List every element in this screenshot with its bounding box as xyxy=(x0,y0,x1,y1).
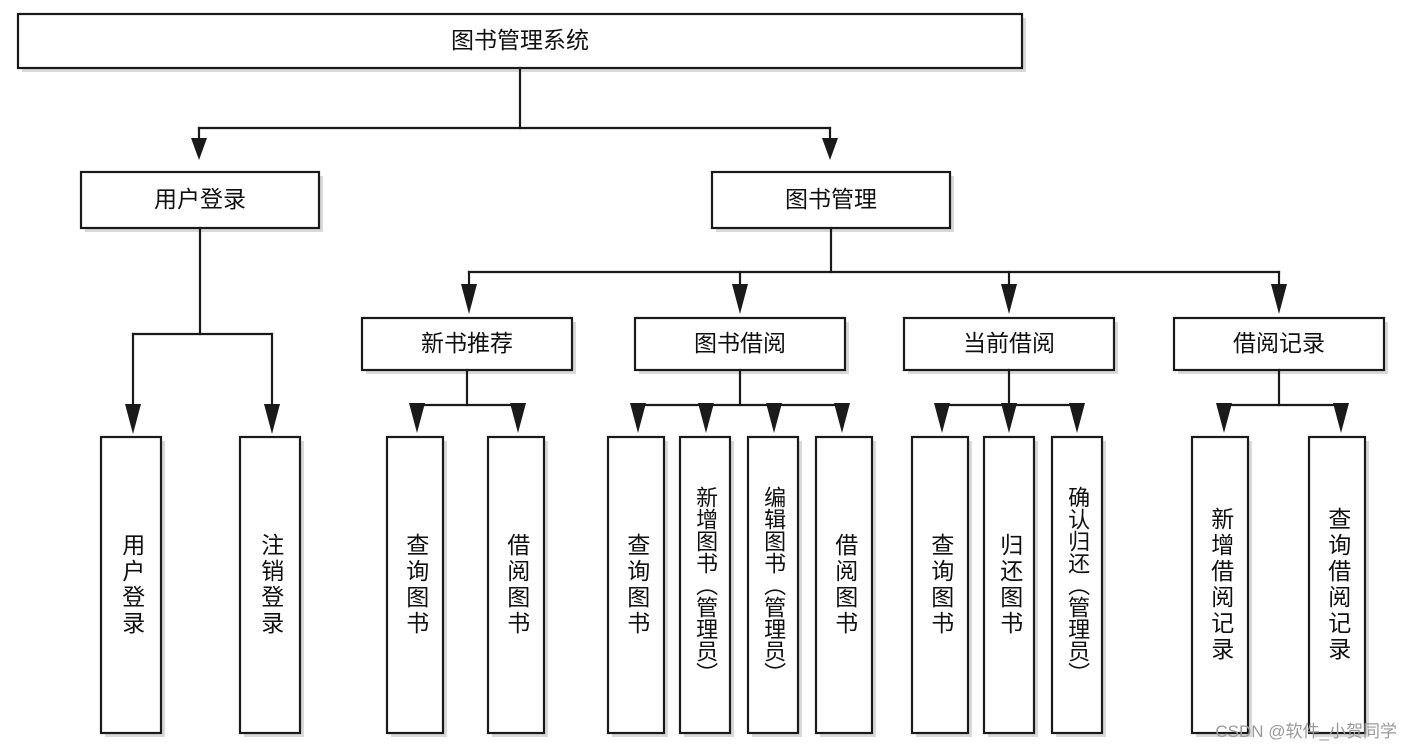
node-new-book-rec-label: 新书推荐 xyxy=(421,330,513,356)
node-book-borrow-label: 图书借阅 xyxy=(694,330,786,356)
arrowhead-leaf-query-book-1 xyxy=(409,403,425,433)
node-user-login-box[interactable] xyxy=(79,170,321,230)
leaf-return-book[interactable] xyxy=(982,435,1038,737)
leaf-query-book-2-box[interactable] xyxy=(606,435,666,735)
node-root-label: 图书管理系统 xyxy=(451,27,589,53)
node-current-borrow-box[interactable] xyxy=(902,316,1116,372)
leaf-query-book-2[interactable] xyxy=(606,435,668,737)
leaf-user-login[interactable] xyxy=(99,435,165,737)
node-borrow-record-label: 借阅记录 xyxy=(1233,330,1325,356)
leaf-add-book-box[interactable] xyxy=(678,435,732,735)
leaf-query-book-3[interactable] xyxy=(910,435,972,737)
arrowhead-leaf-edit-book xyxy=(766,403,782,433)
arrowhead-leaf-query-book-2 xyxy=(630,403,646,433)
leaf-borrow-book-2-box[interactable] xyxy=(814,435,874,735)
node-new-book-rec[interactable]: 新书推荐 xyxy=(360,316,576,374)
leaf-logout-box[interactable] xyxy=(238,435,302,735)
arrowhead-borrow-record xyxy=(1271,284,1287,314)
leaf-borrow-book-1-box[interactable] xyxy=(486,435,546,735)
arrowhead-current-borrow xyxy=(1001,284,1017,314)
leaf-add-record[interactable] xyxy=(1190,435,1252,737)
arrowhead-leaf-borrow-book-1 xyxy=(510,403,526,433)
arrowhead-user-login xyxy=(191,138,207,160)
arrowhead-leaf-query-record xyxy=(1333,403,1349,433)
arrowhead-book-borrow xyxy=(732,284,748,314)
node-book-manage[interactable]: 图书管理 xyxy=(710,170,954,232)
arrowhead-leaf-user-login xyxy=(125,404,141,434)
arrowhead-leaf-query-book-3 xyxy=(934,403,950,433)
leaf-query-book-1-box[interactable] xyxy=(385,435,445,735)
leaf-query-book-1[interactable] xyxy=(385,435,447,737)
leaf-add-record-box[interactable] xyxy=(1190,435,1250,735)
node-book-borrow[interactable]: 图书借阅 xyxy=(633,316,849,374)
arrowhead-new-book-rec xyxy=(461,284,477,314)
arrowhead-leaf-confirm-return xyxy=(1069,403,1085,433)
node-root-box[interactable] xyxy=(16,12,1024,70)
node-user-login[interactable]: 用户登录 xyxy=(79,170,323,232)
leaf-confirm-return[interactable] xyxy=(1050,435,1106,737)
node-borrow-record-box[interactable] xyxy=(1172,316,1386,372)
arrowhead-leaf-add-record xyxy=(1216,403,1232,433)
arrowhead-book-manage xyxy=(822,138,838,160)
node-user-login-label: 用户登录 xyxy=(154,186,246,212)
node-book-manage-box[interactable] xyxy=(710,170,952,230)
leaf-logout[interactable] xyxy=(238,435,304,737)
node-book-manage-label: 图书管理 xyxy=(785,186,877,212)
arrowhead-leaf-logout xyxy=(264,404,280,434)
node-new-book-rec-box[interactable] xyxy=(360,316,574,372)
leaf-return-book-box[interactable] xyxy=(982,435,1036,735)
leaf-borrow-book-1[interactable] xyxy=(486,435,548,737)
arrowhead-leaf-borrow-book-2 xyxy=(834,403,850,433)
leaf-add-book[interactable] xyxy=(678,435,734,737)
leaf-edit-book[interactable] xyxy=(746,435,802,737)
leaf-query-book-3-box[interactable] xyxy=(910,435,970,735)
arrowhead-leaf-add-book xyxy=(698,403,714,433)
leaf-query-record-box[interactable] xyxy=(1307,435,1367,735)
node-borrow-record[interactable]: 借阅记录 xyxy=(1172,316,1388,374)
arrowhead-leaf-return-book xyxy=(1001,403,1017,433)
leaf-query-record[interactable] xyxy=(1307,435,1369,737)
node-root[interactable]: 图书管理系统 xyxy=(16,12,1026,72)
leaf-borrow-book-2[interactable] xyxy=(814,435,876,737)
node-current-borrow-label: 当前借阅 xyxy=(963,330,1055,356)
node-current-borrow[interactable]: 当前借阅 xyxy=(902,316,1118,374)
leaf-edit-book-box[interactable] xyxy=(746,435,800,735)
leaf-confirm-return-box[interactable] xyxy=(1050,435,1104,735)
leaf-user-login-box[interactable] xyxy=(99,435,163,735)
